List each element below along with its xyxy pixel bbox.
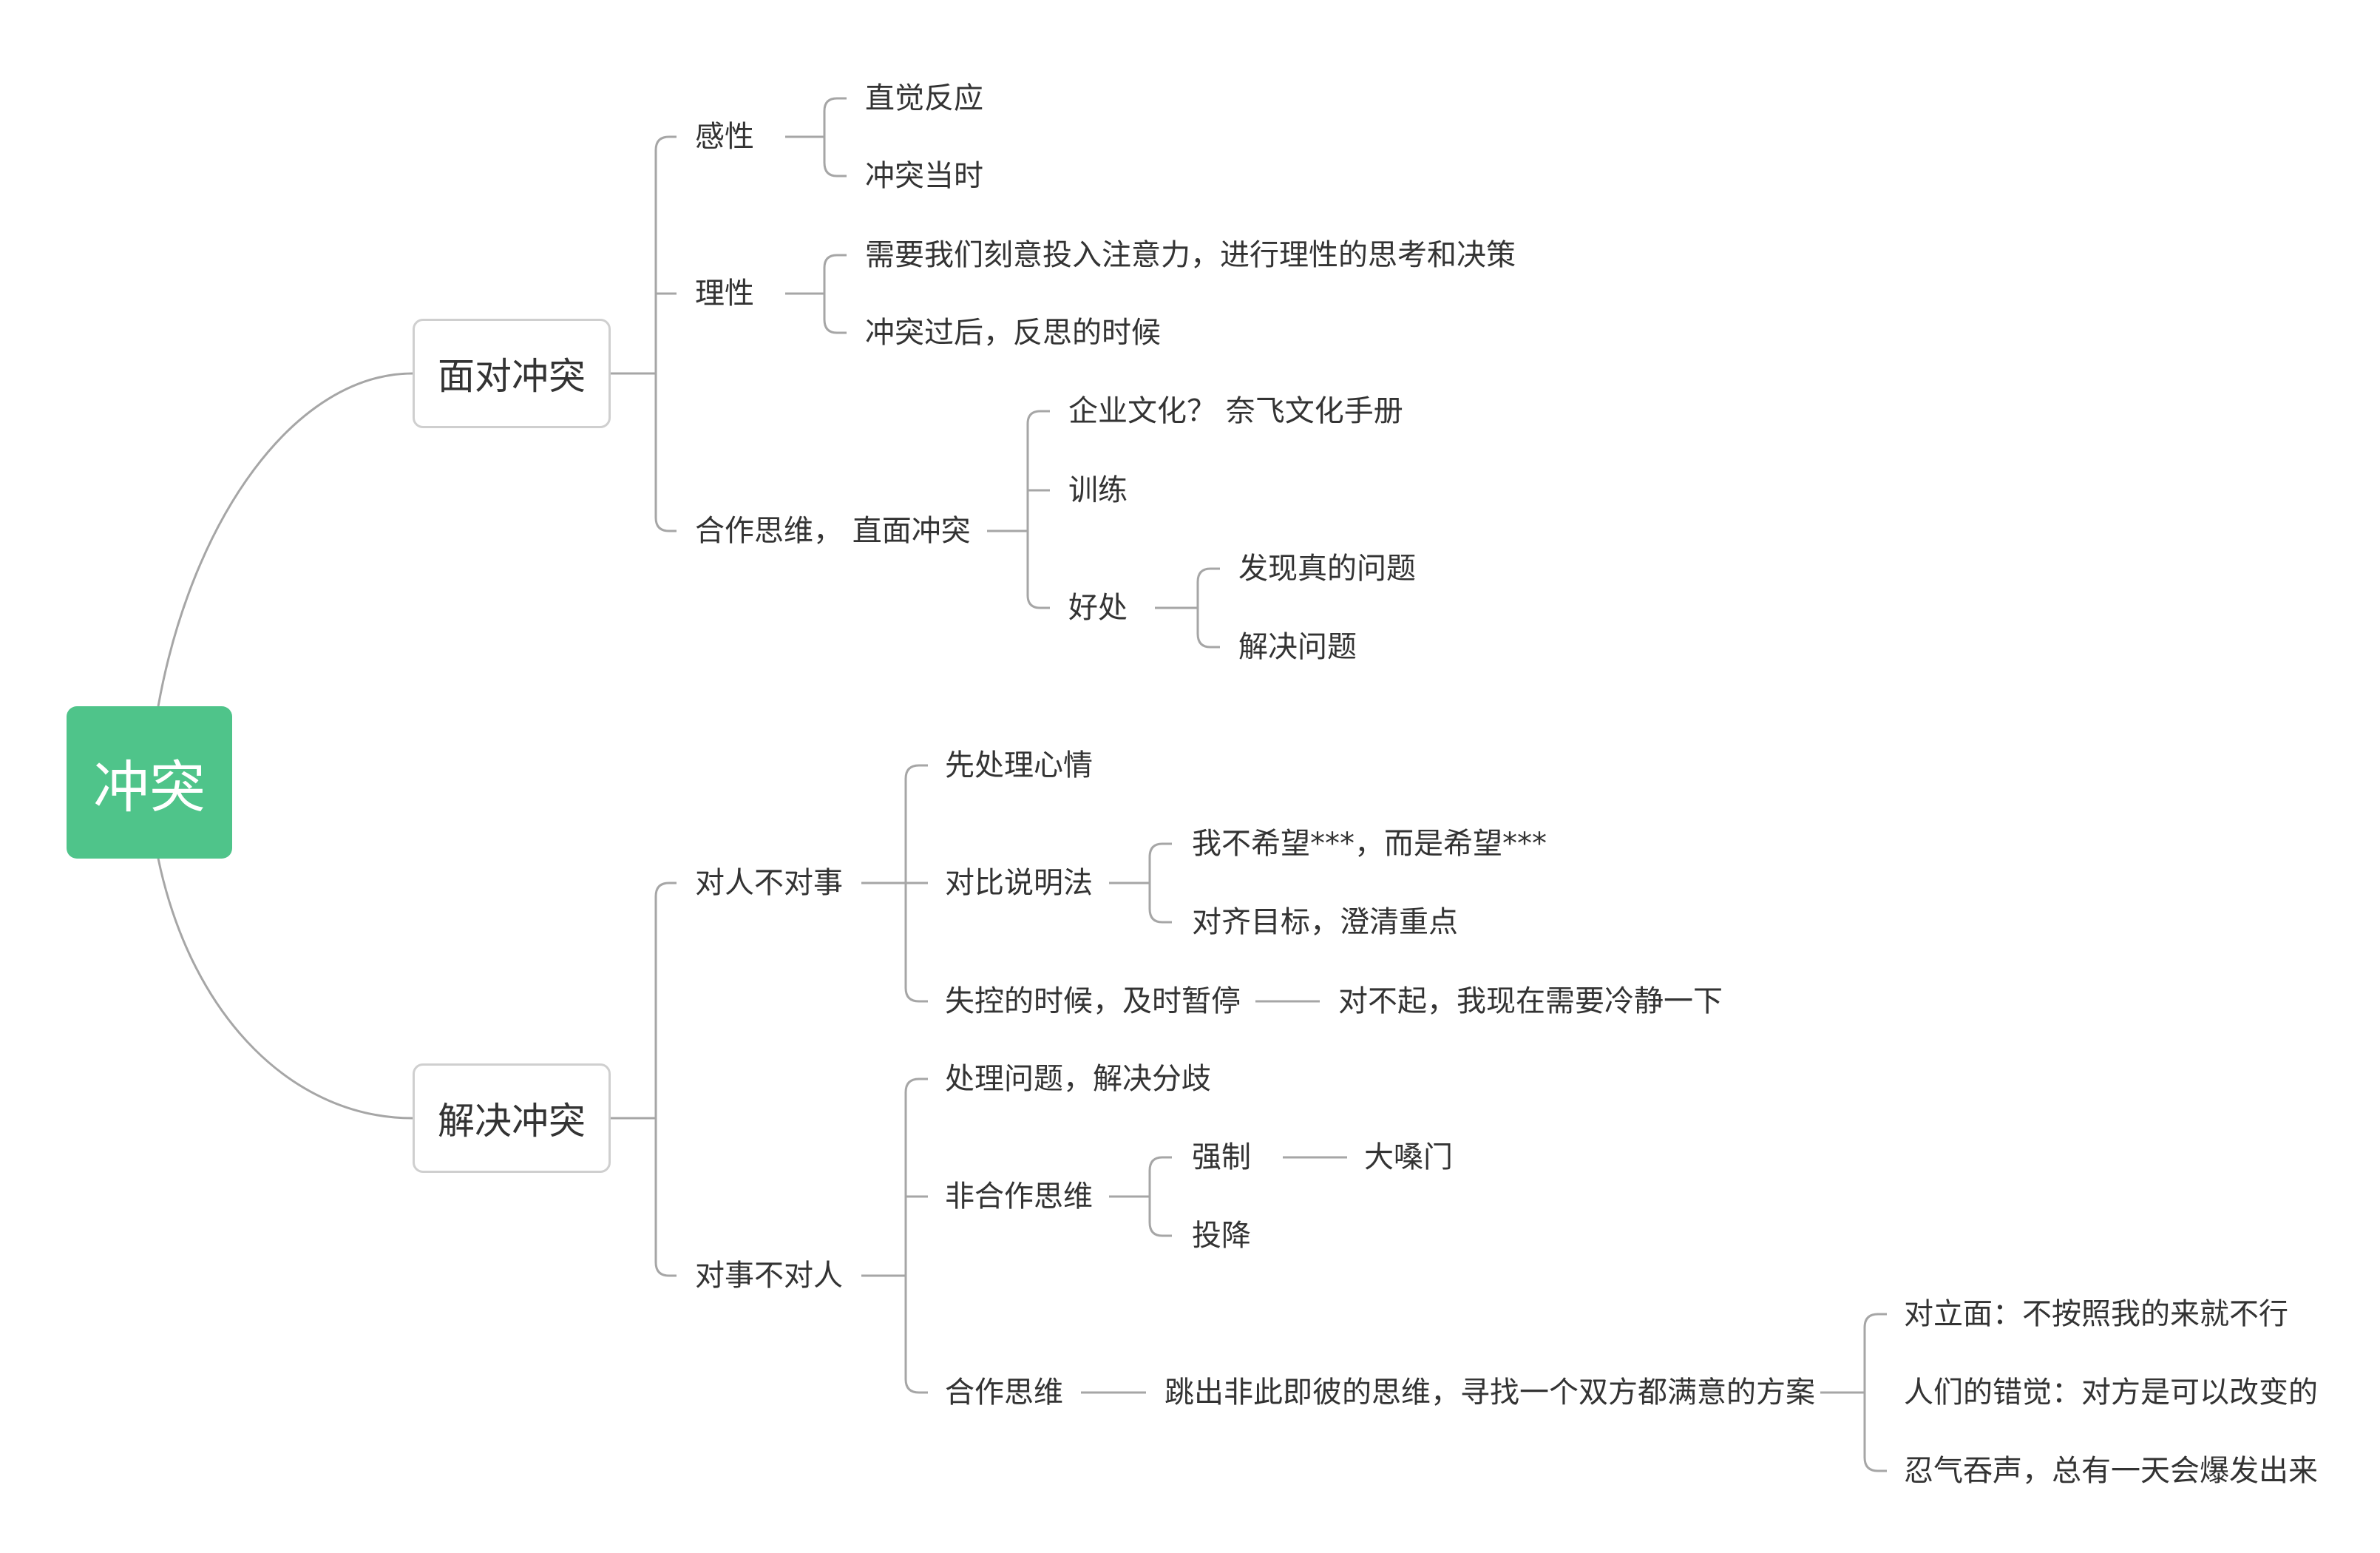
node-during-conflict[interactable]: 冲突当时 — [865, 159, 983, 193]
node-cooperative-thinking[interactable]: 合作思维 — [945, 1376, 1063, 1410]
node-matter-not-person[interactable]: 对事不对人 — [695, 1259, 843, 1293]
root-node[interactable]: 冲突 — [67, 706, 232, 859]
node-benefits[interactable]: 好处 — [1068, 591, 1128, 625]
node-cooperative-face[interactable]: 合作思维， 直面冲突 — [695, 514, 971, 548]
node-emotional[interactable]: 感性 — [695, 120, 754, 154]
node-solve-problem[interactable]: 解决问题 — [1238, 630, 1357, 664]
node-loud-voice[interactable]: 大嗓门 — [1364, 1140, 1453, 1174]
node-person-not-matter[interactable]: 对人不对事 — [695, 866, 843, 900]
node-force[interactable]: 强制 — [1192, 1140, 1251, 1174]
node-swallow-anger[interactable]: 忍气吞声，总有一天会爆发出来 — [1904, 1454, 2318, 1488]
node-intuitive-reaction[interactable]: 直觉反应 — [865, 81, 983, 115]
branch-solve-conflict[interactable]: 解决冲突 — [413, 1063, 611, 1173]
node-surrender[interactable]: 投降 — [1192, 1219, 1251, 1253]
node-contrast-method[interactable]: 对比说明法 — [945, 866, 1093, 900]
node-win-win-solution[interactable]: 跳出非此即彼的思维，寻找一个双方都满意的方案 — [1164, 1376, 1815, 1410]
branch-face-conflict[interactable]: 面对冲突 — [413, 319, 611, 428]
node-after-conflict[interactable]: 冲突过后，反思的时候 — [865, 316, 1161, 350]
node-handle-disagreement[interactable]: 处理问题，解决分歧 — [945, 1062, 1211, 1096]
node-pause-when-lost-control[interactable]: 失控的时候，及时暂停 — [945, 984, 1241, 1018]
node-training[interactable]: 训练 — [1068, 473, 1128, 507]
node-sorry-need-calm[interactable]: 对不起，我现在需要冷静一下 — [1338, 984, 1723, 1018]
node-align-goals[interactable]: 对齐目标，澄清重点 — [1192, 905, 1458, 939]
node-not-hope-but-hope[interactable]: 我不希望***，而是希望*** — [1192, 827, 1547, 861]
node-rational[interactable]: 理性 — [695, 277, 754, 311]
node-opposite-side[interactable]: 对立面：不按照我的来就不行 — [1904, 1297, 2288, 1331]
node-deliberate-attention[interactable]: 需要我们刻意投入注意力，进行理性的思考和决策 — [865, 238, 1516, 272]
node-people-illusion[interactable]: 人们的错觉：对方是可以改变的 — [1904, 1376, 2318, 1410]
node-find-real-problem[interactable]: 发现真的问题 — [1238, 552, 1416, 586]
node-non-cooperative[interactable]: 非合作思维 — [945, 1180, 1093, 1214]
node-corporate-culture[interactable]: 企业文化？ 奈飞文化手册 — [1068, 394, 1403, 428]
node-handle-mood-first[interactable]: 先处理心情 — [945, 748, 1093, 782]
